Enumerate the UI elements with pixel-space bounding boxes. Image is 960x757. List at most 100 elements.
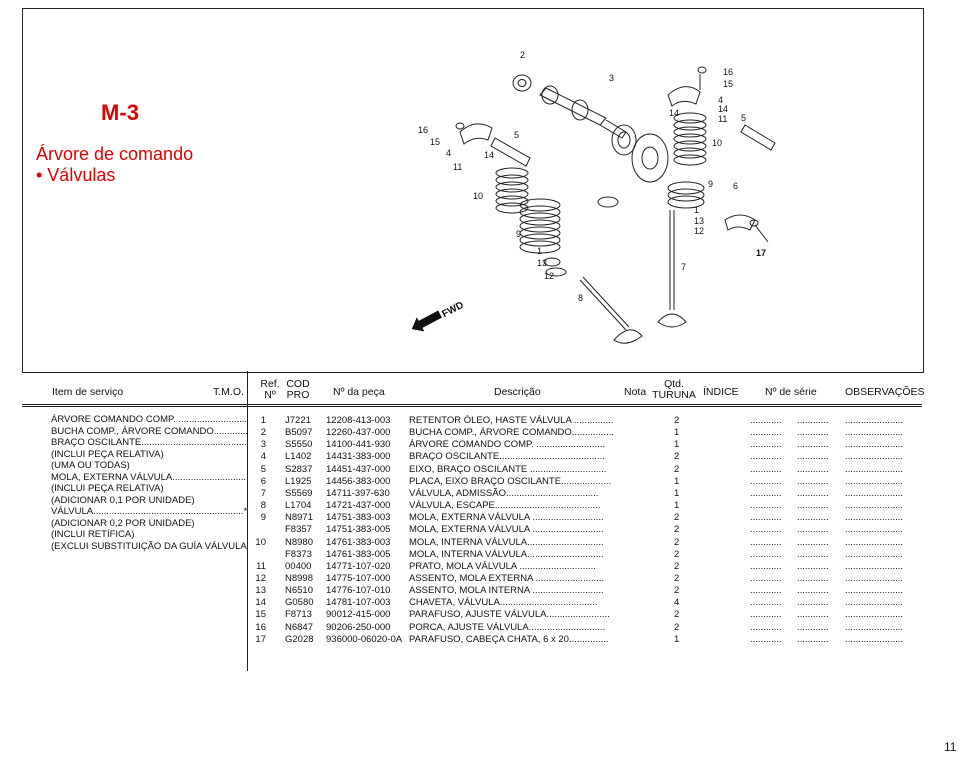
- quantity-cell: 2: [674, 609, 680, 621]
- callout: 9: [708, 179, 714, 189]
- column-divider: [247, 371, 248, 671]
- serie-cell: ............: [797, 463, 829, 475]
- part-number-cell: 14761-383-003: [326, 536, 391, 548]
- callout: 13: [537, 258, 548, 268]
- page-number: 11: [944, 740, 957, 754]
- callout: 13: [694, 216, 705, 226]
- description-cell: ÁRVORE COMANDO COMP. ...................…: [409, 439, 606, 451]
- observacoes-cell: ......................: [845, 536, 904, 548]
- callout: 4: [446, 148, 452, 158]
- part-number-cell: 14781-107-003: [326, 597, 391, 609]
- quantity-cell: 1: [674, 487, 680, 499]
- section-title: Árvore de comando • Válvulas: [36, 144, 193, 186]
- observacoes-cell: ......................: [845, 548, 904, 560]
- col-serie: Nº de série: [765, 386, 817, 398]
- description-cell: PLACA, EIXO BRAÇO OSCILANTE.............…: [409, 475, 612, 487]
- cod-cell: G2028: [285, 633, 314, 645]
- serie-cell: ............: [797, 415, 829, 426]
- col-obs: OBSERVAÇÕES: [845, 386, 925, 398]
- description-cell: PRATO, MOLA VÁLVULA ....................…: [409, 560, 596, 572]
- description-cell: MOLA, INTERNA VÁLVULA...................…: [409, 536, 604, 548]
- title-line-2: • Válvulas: [36, 165, 116, 185]
- serie-cell: ............: [797, 536, 829, 548]
- observacoes-cell: ......................: [845, 512, 904, 524]
- indice-cell: ............: [750, 633, 782, 645]
- observacoes-cell: ......................: [845, 597, 904, 609]
- quantity-cell: 2: [674, 572, 680, 584]
- quantity-cell: 2: [674, 536, 680, 548]
- cod-cell: B5097: [285, 427, 313, 439]
- description-cell: VÁLVULA, ESCAPE.........................…: [409, 500, 601, 512]
- service-item: (ADICIONAR 0,2 POR UNIDADE): [51, 517, 195, 529]
- observacoes-cell: ......................: [845, 487, 904, 499]
- serie-cell: ............: [797, 548, 829, 560]
- col-part-no: Nº da peça: [333, 386, 385, 398]
- callout: 16: [418, 125, 429, 135]
- callout: 2: [520, 50, 526, 60]
- indice-cell: ............: [750, 475, 782, 487]
- cod-cell: F8713: [285, 609, 312, 621]
- part-number-cell: 14751-383-005: [326, 524, 391, 536]
- indice-cell: ............: [750, 524, 782, 536]
- col-cod: COD PRO: [286, 378, 310, 401]
- ref-cell: 11: [256, 560, 266, 572]
- part-number-cell: 90012-415-000: [326, 609, 391, 621]
- observacoes-cell: ......................: [845, 415, 904, 426]
- quantity-cell: 1: [674, 439, 680, 451]
- observacoes-cell: ......................: [845, 439, 904, 451]
- callout: 16: [723, 67, 734, 77]
- part-number-cell: 14451-437-000: [326, 463, 391, 475]
- cod-cell: N8980: [285, 536, 313, 548]
- part-number-cell: 14751-383-003: [326, 512, 391, 524]
- indice-cell: ............: [750, 463, 782, 475]
- col-nota: Nota: [624, 386, 647, 398]
- callout: 10: [473, 191, 484, 201]
- serie-cell: ............: [797, 597, 829, 609]
- ref-cell: 4: [260, 451, 266, 463]
- ref-cell: 3: [260, 439, 266, 451]
- callout: 11: [453, 162, 463, 172]
- callout: 10: [712, 138, 723, 148]
- indice-cell: ............: [750, 609, 782, 621]
- header-rule: [22, 404, 922, 405]
- col-tmo: T.M.O.: [213, 386, 244, 398]
- service-item: MOLA, EXTERNA VÁLVULA...................…: [51, 471, 247, 483]
- service-item: (INCLUI RETÍFICA): [51, 529, 135, 540]
- part-number-cell: 14761-383-005: [326, 548, 391, 560]
- description-cell: PORCA, AJUSTE VÁLVULA...................…: [409, 621, 606, 633]
- serie-cell: ............: [797, 585, 829, 597]
- part-number-cell: 14456-383-000: [326, 475, 391, 487]
- callout: 3: [609, 73, 615, 83]
- indice-cell: ............: [750, 487, 782, 499]
- indice-cell: ............: [750, 512, 782, 524]
- quantity-cell: 2: [674, 585, 680, 597]
- description-cell: BRAÇO OSCILANTE.........................…: [409, 451, 605, 463]
- section-code: M-3: [101, 100, 139, 125]
- callout: 7: [681, 262, 687, 272]
- part-number-cell: 14775-107-000: [326, 572, 391, 584]
- serie-cell: ............: [797, 524, 829, 536]
- quantity-cell: 2: [674, 415, 680, 426]
- observacoes-cell: ......................: [845, 572, 904, 584]
- indice-cell: ............: [750, 621, 782, 633]
- description-cell: BUCHA COMP., ÁRVORE COMANDO.............…: [409, 427, 614, 439]
- serie-cell: ............: [797, 572, 829, 584]
- part-number-cell: 14721-437-000: [326, 500, 391, 512]
- ref-cell: 6: [260, 475, 266, 487]
- header-rule-2: [22, 406, 922, 407]
- indice-cell: ............: [750, 439, 782, 451]
- serie-cell: ............: [797, 487, 829, 499]
- cod-cell: N6510: [285, 585, 313, 597]
